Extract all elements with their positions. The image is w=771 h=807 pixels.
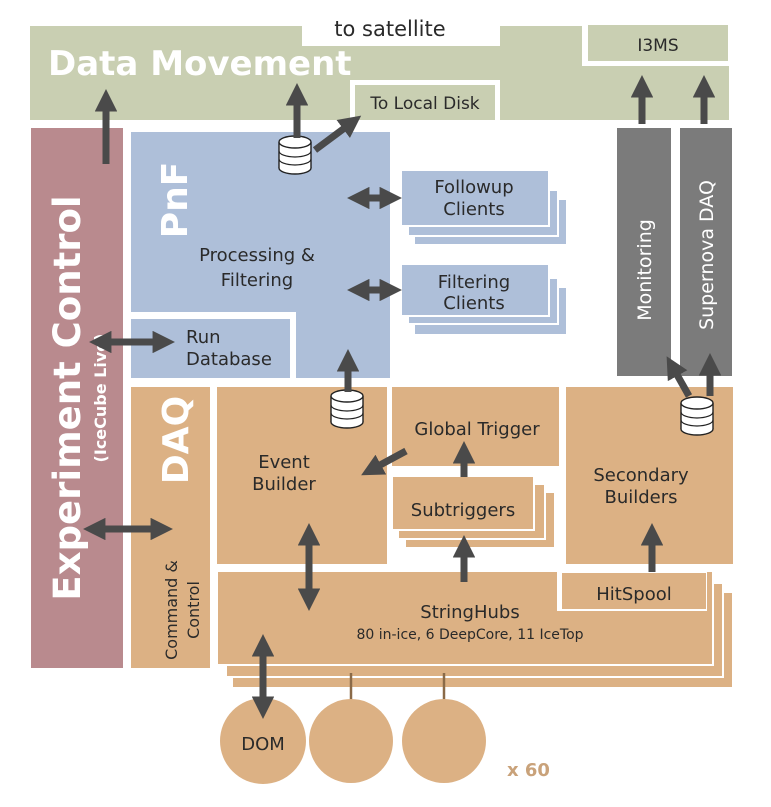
event-builder-line1: Event	[258, 452, 310, 473]
arrow-to-local-disk	[312, 115, 362, 153]
processing-filtering-line2: Filtering	[221, 270, 293, 291]
monitoring-column: Monitoring	[617, 128, 671, 376]
subtriggers-label: Subtriggers	[411, 500, 515, 521]
pnf-disk-icon	[278, 135, 312, 175]
filtering-clients-stack: Filtering Clients	[400, 263, 568, 336]
daq-label: DAQ	[156, 396, 197, 484]
run-database-line2: Database	[186, 349, 272, 370]
data-movement-label: Data Movement	[48, 44, 352, 84]
flow-arrows	[83, 75, 722, 719]
dom-modules: DOM x 60	[220, 698, 550, 784]
secondary-builders-line1: Secondary	[593, 465, 689, 486]
arrow-disk-to-monitoring	[666, 356, 693, 398]
processing-filtering-line1: Processing &	[199, 245, 315, 266]
followup-clients-stack: Followup Clients	[400, 169, 568, 246]
supernova-daq-label: Supernova DAQ	[696, 180, 718, 330]
dom-circle-1	[220, 698, 306, 784]
secondary-builders-line2: Builders	[604, 487, 677, 508]
data-movement-band: Data Movement to satellite I3MS To Local…	[30, 17, 729, 120]
global-trigger-box: Global Trigger	[392, 387, 559, 466]
global-trigger-label: Global Trigger	[414, 419, 540, 440]
i3ms-label: I3MS	[637, 36, 678, 56]
stringhubs-label: StringHubs	[420, 602, 519, 623]
monitoring-label: Monitoring	[634, 219, 656, 321]
command-control-line1: Command &	[162, 560, 181, 660]
filtering-clients-line2: Clients	[443, 293, 505, 314]
command-control-line2: Control	[184, 581, 203, 639]
run-database-line1: Run	[186, 327, 221, 348]
pnf-box: PnF Processing & Filtering	[131, 132, 390, 378]
icecube-live-label: (IceCube Live)	[91, 334, 110, 463]
run-database-box: Run Database	[131, 319, 290, 378]
dom-label: DOM	[241, 734, 285, 755]
hitspool-label: HitSpool	[596, 584, 671, 605]
followup-clients-line2: Clients	[443, 199, 505, 220]
hitspool-box: HitSpool	[557, 571, 707, 611]
dom-circle-3	[402, 699, 486, 783]
stringhubs-detail: 80 in-ice, 6 DeepCore, 11 IceTop	[356, 627, 583, 643]
pnf-label: PnF	[155, 162, 196, 239]
supernova-daq-column: Supernova DAQ	[680, 128, 732, 376]
arrow-global-trigger-to-event-builder	[361, 447, 408, 476]
experiment-control-label: Experiment Control	[46, 195, 89, 600]
experiment-control-box: Experiment Control (IceCube Live)	[31, 128, 123, 668]
filtering-clients-line1: Filtering	[438, 272, 510, 293]
followup-clients-line1: Followup	[434, 177, 513, 198]
dom-count-label: x 60	[507, 760, 550, 781]
to-satellite-label: to satellite	[334, 17, 445, 41]
subtriggers-stack: Subtriggers	[391, 475, 556, 549]
secondary-builders-disk-icon	[680, 396, 714, 436]
to-local-disk-label: To Local Disk	[369, 94, 479, 114]
event-builder-line2: Builder	[252, 474, 316, 495]
dom-circle-2	[309, 699, 393, 783]
event-builder-disk-icon	[330, 389, 364, 429]
